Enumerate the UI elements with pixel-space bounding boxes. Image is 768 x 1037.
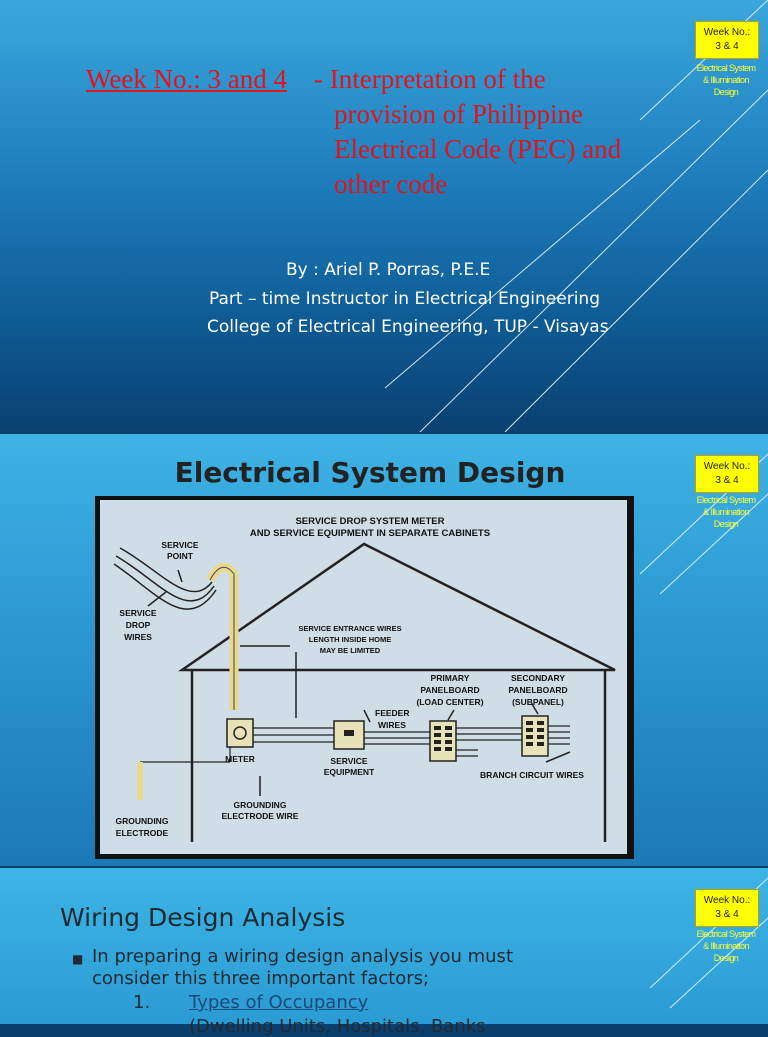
meter-label: METER bbox=[225, 754, 255, 764]
badge-line-2: 3 & 4 bbox=[715, 475, 739, 486]
primary-panel-label-2: PANELBOARD bbox=[420, 685, 479, 695]
slide-title: Week No.: 3 and 4 - Interpretation of th… bbox=[86, 62, 621, 199]
week-label: Week No.: 3 and 4 bbox=[86, 64, 288, 94]
occupancy-link[interactable]: Types of Occupancy bbox=[189, 992, 369, 1013]
item-subtext: (Dwelling Units, Hospitals, Banks bbox=[189, 1016, 486, 1037]
bullet-line-2: consider this three important factors; bbox=[92, 968, 430, 989]
service-mast bbox=[206, 562, 239, 710]
secondary-panel-label-3: (SUBPANEL) bbox=[512, 697, 564, 707]
course-tag-line-1: Electrical System bbox=[696, 63, 756, 73]
drop-wire-2 bbox=[115, 555, 215, 602]
title-line-2: provision of Philippine bbox=[334, 99, 583, 129]
slide-title: Electrical System Design bbox=[174, 456, 566, 489]
course-tag-line-3: Design bbox=[713, 87, 739, 97]
title-line-4: other code bbox=[334, 169, 448, 199]
course-tag-line-1: Electrical System bbox=[696, 495, 756, 505]
author-position: Part – time Instructor in Electrical Eng… bbox=[209, 289, 600, 309]
drop-wire-3 bbox=[113, 563, 217, 610]
course-tag: Electrical System & Illumination Design bbox=[686, 928, 766, 964]
wiring-analysis-slide: Week No.: 3 & 4 Electrical System & Illu… bbox=[0, 868, 768, 1024]
diagram-header-line-1: SERVICE DROP SYSTEM METER bbox=[295, 516, 444, 527]
diagram-header-line-2: AND SERVICE EQUIPMENT IN SEPARATE CABINE… bbox=[250, 528, 490, 539]
grounding-electrode-label-2: ELECTRODE bbox=[116, 828, 169, 838]
bullet-line-1: In preparing a wiring design analysis yo… bbox=[92, 946, 513, 967]
course-tag-line-2: & Illumination bbox=[703, 75, 749, 85]
item-number: 1. bbox=[133, 992, 151, 1013]
primary-panel-label-1: PRIMARY bbox=[431, 673, 470, 683]
title-line-3: Electrical Code (PEC) and bbox=[334, 134, 622, 164]
feeder-wires-label-1: FEEDER bbox=[375, 708, 409, 718]
branch-wires-label: BRANCH CIRCUIT WIRES bbox=[480, 770, 584, 780]
entrance-wires-label-3: MAY BE LIMITED bbox=[320, 646, 381, 655]
badge-line-1: Week No.: bbox=[703, 895, 751, 906]
course-tag-line-2: & Illumination bbox=[703, 507, 749, 517]
author-college: College of Electrical Engineering, TUP -… bbox=[207, 317, 609, 337]
week-badge: Week No.: 3 & 4 bbox=[695, 455, 759, 493]
service-mast-outline bbox=[209, 566, 235, 710]
drop-wire-1 bbox=[119, 547, 213, 593]
course-tag-line-3: Design bbox=[713, 519, 739, 529]
badge-line-1: Week No.: bbox=[703, 461, 751, 472]
entrance-wires-label-2: LENGTH INSIDE HOME bbox=[309, 635, 392, 644]
house-roof bbox=[177, 542, 616, 672]
bullet-icon: ■ bbox=[72, 952, 84, 966]
secondary-panel-label-1: SECONDARY bbox=[511, 673, 565, 683]
badge-line-2: 3 & 4 bbox=[715, 909, 739, 920]
primary-panel-label-3: (LOAD CENTER) bbox=[416, 697, 483, 707]
author-name: By : Ariel P. Porras, P.E.E bbox=[286, 260, 491, 280]
service-drop-label-3: WIRES bbox=[124, 632, 152, 642]
service-breaker bbox=[344, 730, 354, 736]
diagram-drawing: SERVICE DROP SYSTEM METER AND SERVICE EQ… bbox=[113, 516, 616, 842]
service-equipment-label-2: EQUIPMENT bbox=[324, 767, 375, 777]
secondary-panel-label-2: PANELBOARD bbox=[508, 685, 567, 695]
title-slide: Week No.: 3 and 4 - Interpretation of th… bbox=[0, 0, 768, 432]
decorative-lines bbox=[384, 0, 768, 432]
meter-box bbox=[226, 718, 254, 748]
week-badge: Week No.: 3 & 4 bbox=[695, 889, 759, 927]
course-tag: Electrical System & Illumination Design bbox=[686, 494, 766, 530]
course-tag-line-1: Electrical System bbox=[696, 929, 756, 939]
grounding-electrode-label-1: GROUNDING bbox=[116, 816, 169, 826]
course-tag-line-3: Design bbox=[713, 953, 739, 963]
service-drop-label-2: DROP bbox=[126, 620, 151, 630]
primary-panel-box bbox=[429, 720, 457, 762]
numbered-item: 1. Types of Occupancy bbox=[133, 992, 368, 1013]
meter-dial bbox=[233, 726, 247, 740]
title-line-1: - Interpretation of the bbox=[314, 64, 546, 94]
feeder-wires-label-2: WIRES bbox=[378, 720, 406, 730]
diagram-canvas: SERVICE DROP SYSTEM METER AND SERVICE EQ… bbox=[100, 500, 627, 854]
service-drop-label-1: SERVICE bbox=[119, 608, 156, 618]
slide-title: Wiring Design Analysis bbox=[60, 903, 346, 932]
badge-line-2: 3 & 4 bbox=[715, 41, 739, 52]
grounding-wire-label-2: ELECTRODE WIRE bbox=[222, 811, 299, 821]
grounding-wire-label-1: GROUNDING bbox=[234, 800, 287, 810]
course-tag: Electrical System & Illumination Design bbox=[686, 62, 766, 98]
service-equipment-label-1: SERVICE bbox=[330, 756, 367, 766]
service-drop-diagram: SERVICE DROP SYSTEM METER AND SERVICE EQ… bbox=[95, 496, 634, 859]
badge-line-1: Week No.: bbox=[703, 27, 751, 38]
service-point-label-2: POINT bbox=[167, 551, 194, 561]
week-badge: Week No.: 3 & 4 bbox=[695, 21, 759, 59]
service-point-label-1: SERVICE bbox=[161, 540, 198, 550]
secondary-panel-box bbox=[521, 715, 549, 757]
entrance-wires-label-1: SERVICE ENTRANCE WIRES bbox=[298, 624, 401, 633]
course-tag-line-2: & Illumination bbox=[703, 941, 749, 951]
